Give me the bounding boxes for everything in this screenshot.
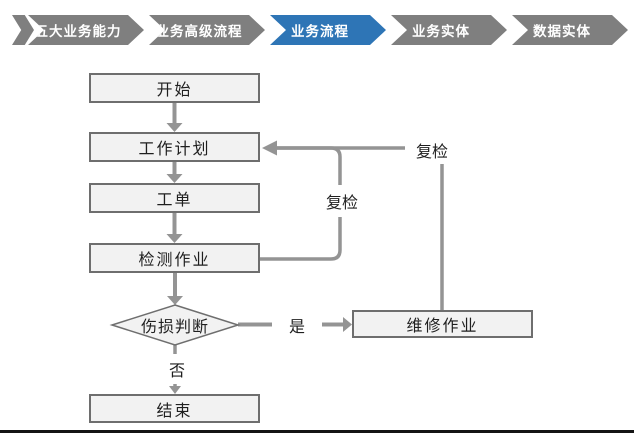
- connector-order-to-inspect: [166, 213, 183, 243]
- connector-recheck-outer: [276, 146, 444, 310]
- edge-label-recheck-outer: 复检: [405, 136, 459, 164]
- process-step-nav: 五大业务能力 业务高级流程 业务流程 业务实体 数据实体: [28, 15, 628, 45]
- nav-step-data-entity[interactable]: 数据实体: [512, 15, 628, 45]
- connector-start-to-plan: [166, 103, 183, 132]
- slide-bottom-border: [0, 430, 634, 433]
- flow-node-work-order: 工单: [89, 183, 260, 213]
- flow-node-repair-job: 维修作业: [352, 310, 533, 338]
- edge-label-yes: 是: [272, 313, 322, 336]
- nav-step-high-level-process[interactable]: 业务高级流程: [149, 15, 265, 45]
- connector-plan-to-order: [166, 162, 183, 183]
- recheck-arrowhead: [262, 140, 277, 156]
- connector-inspect-to-decision: [167, 273, 183, 305]
- flow-node-inspection-job: 检测作业: [89, 243, 260, 273]
- nav-step-business-process[interactable]: 业务流程: [270, 15, 386, 45]
- nav-step-business-capabilities[interactable]: 五大业务能力: [28, 15, 144, 45]
- edge-label-no: 否: [159, 354, 195, 384]
- edge-label-recheck-inner: 复检: [318, 185, 366, 217]
- decision-diamond-shape: [109, 304, 241, 346]
- nav-step-business-entity[interactable]: 业务实体: [391, 15, 507, 45]
- chevron-lead-icon: [12, 15, 34, 45]
- flow-node-start: 开始: [89, 73, 260, 103]
- flow-node-damage-judgment: 伤损判断: [140, 319, 209, 336]
- flow-node-end: 结束: [89, 394, 260, 423]
- flow-node-work-plan: 工作计划: [89, 132, 260, 162]
